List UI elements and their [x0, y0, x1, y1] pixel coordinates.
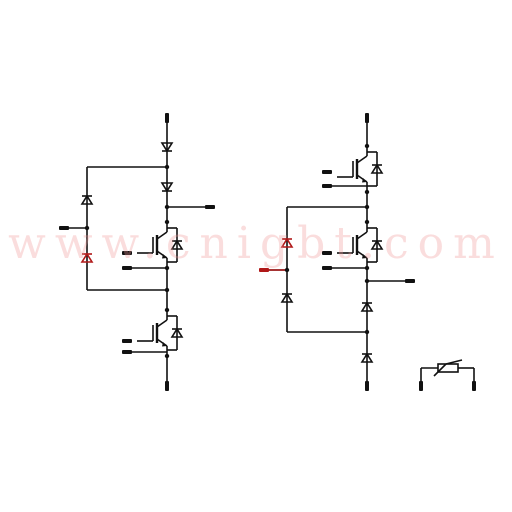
terminal-right-gate-upper	[322, 170, 332, 174]
terminal-right-emitter-upper	[322, 184, 332, 188]
igbt-left-upper	[137, 220, 182, 270]
node-right-clamp	[284, 267, 290, 273]
terminal-left-emitter-upper	[122, 266, 132, 270]
node-left-output	[164, 204, 170, 210]
terminal-right-bottom	[365, 381, 369, 391]
terminal-right-output	[405, 279, 415, 283]
terminal-left-output	[205, 205, 215, 209]
terminal-right-gate-lower	[322, 251, 332, 255]
node-left-mid	[164, 287, 170, 293]
terminal-right-emitter-lower	[322, 266, 332, 270]
igbt-left-lower	[137, 308, 182, 358]
terminal-left-emitter-lower	[122, 350, 132, 354]
terminal-left-gate-lower	[122, 339, 132, 343]
terminal-right-top	[365, 113, 369, 123]
node-right-top	[364, 204, 370, 210]
terminal-left-gate-upper	[122, 251, 132, 255]
node-left-clamp	[84, 225, 90, 231]
terminal-right-clamp	[259, 268, 269, 272]
terminal-thermistor-right	[472, 381, 476, 391]
node-right-output	[364, 278, 370, 284]
node-left-top	[164, 164, 170, 170]
terminal-left-top	[165, 113, 169, 123]
igbt-right-lower	[337, 220, 382, 270]
terminal-thermistor-left	[419, 381, 423, 391]
node-right-mid	[364, 329, 370, 335]
terminal-left-clamp	[59, 226, 69, 230]
circuit-right	[264, 120, 410, 388]
terminal-left-bottom	[165, 381, 169, 391]
ntc-thermistor	[420, 359, 475, 388]
